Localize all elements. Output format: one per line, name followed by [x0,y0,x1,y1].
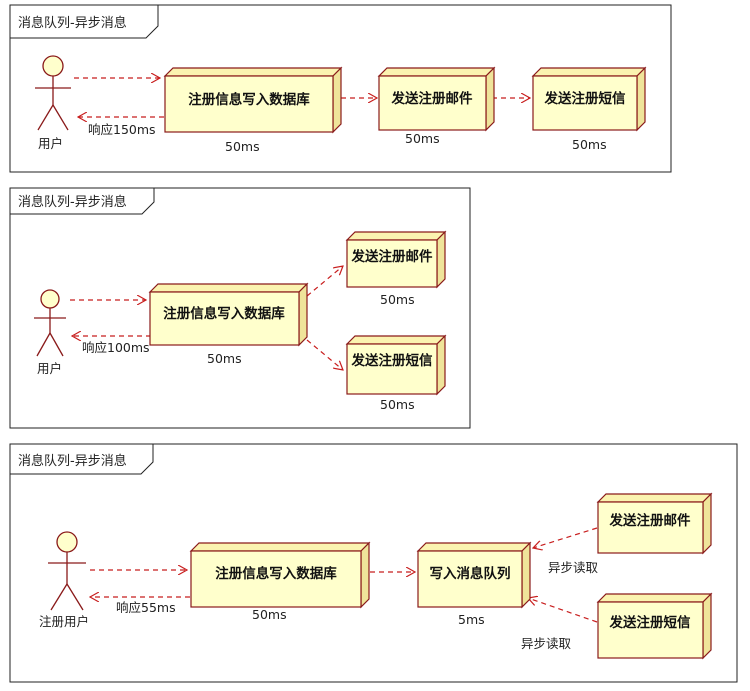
diagram-1-actor-label: 用户 [38,136,63,151]
diagram-1-response-label: 响应150ms [88,122,156,137]
diagram-1-node-mail-time: 50ms [405,131,440,146]
diagram-3-actor-label: 注册用户 [39,614,89,629]
diagram-2-response-label: 响应100ms [82,340,150,355]
diagram-3-edge-mail-queue [533,527,598,548]
diagram-1: 消息队列-异步消息 用户 响应150ms 注册信息写入数据库 50ms [9,4,672,173]
diagram-1-node-sms-time: 50ms [572,137,607,152]
diagram-3-node-queue-label: 写入消息队列 [430,565,511,582]
diagram-1-node-mail-label: 发送注册邮件 [391,90,473,107]
diagram-2-title: 消息队列-异步消息 [18,194,127,210]
diagram-3-response-label: 响应55ms [116,600,176,615]
diagram-2-actor-label: 用户 [37,361,62,376]
diagram-2-edge-db-mail [306,266,343,297]
diagram-2-node-mail: 发送注册邮件 [345,230,447,289]
diagram-2-actor [34,289,66,357]
diagram-1-title-tab [9,4,159,39]
diagram-3-node-queue: 写入消息队列 [416,541,532,609]
diagram-2-node-sms-label: 发送注册短信 [351,352,433,369]
diagram-3-title: 消息队列-异步消息 [18,453,127,469]
diagram-1-node-db-label: 注册信息写入数据库 [188,91,310,108]
diagram-2-node-mail-label: 发送注册邮件 [351,248,433,265]
diagram-3-edge-label-mail: 异步读取 [548,560,599,575]
diagram-3-node-sms-label: 发送注册短信 [609,614,691,631]
diagram-2-title-tab [9,187,155,215]
diagram-2: 消息队列-异步消息 用户 响应100ms 注册信息写入数据库 50ms [9,187,471,429]
diagram-3-actor [48,531,86,611]
diagram-2-node-mail-time: 50ms [380,292,415,307]
diagram-1-title: 消息队列-异步消息 [18,15,127,31]
diagram-3-node-queue-time: 5ms [458,612,485,627]
diagram-2-edge-db-sms [306,339,343,370]
diagram-3-node-db-time: 50ms [252,607,287,622]
diagram-1-node-db-time: 50ms [225,139,260,154]
diagram-3: 消息队列-异步消息 注册用户 响应55ms 异步读取 异步读取 注册信息写入数据… [9,443,738,683]
diagram-2-node-sms-time: 50ms [380,397,415,412]
diagram-2-node-sms: 发送注册短信 [345,334,447,396]
diagram-1-node-sms-label: 发送注册短信 [544,90,626,107]
diagram-3-title-tab [9,443,154,475]
diagram-3-edge-label-sms: 异步读取 [521,636,572,651]
diagram-3-edge-sms-queue [528,598,598,623]
diagram-3-node-sms: 发送注册短信 [596,592,713,660]
diagram-3-node-db: 注册信息写入数据库 [189,541,371,609]
diagram-1-node-sms: 发送注册短信 [531,66,647,132]
diagram-3-node-mail-label: 发送注册邮件 [609,512,691,529]
diagram-3-node-mail: 发送注册邮件 [596,492,713,555]
diagram-2-node-db-time: 50ms [207,351,242,366]
diagram-1-actor [35,55,71,131]
diagram-3-node-db-label: 注册信息写入数据库 [215,565,337,582]
diagram-2-node-db-label: 注册信息写入数据库 [163,305,285,322]
diagram-2-node-db: 注册信息写入数据库 [148,282,309,347]
diagram-1-node-mail: 发送注册邮件 [377,66,496,132]
diagram-1-node-db: 注册信息写入数据库 [163,66,343,134]
